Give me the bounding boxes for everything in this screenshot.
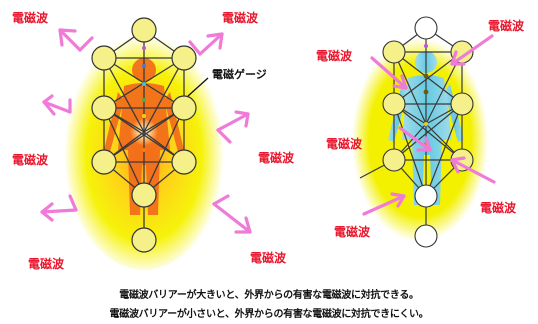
wave-label: 電磁波 <box>326 136 363 151</box>
sphere <box>91 149 117 175</box>
arrow-icon <box>216 110 250 144</box>
sphere <box>382 92 406 116</box>
sphere <box>382 148 406 172</box>
sphere <box>450 92 474 116</box>
arrow-icon <box>450 34 494 66</box>
wave-label: 電磁波 <box>222 10 259 25</box>
gauge-label: 電磁ゲージ <box>212 67 267 81</box>
sphere <box>171 45 197 71</box>
sphere <box>171 95 197 121</box>
wave-label: 電磁波 <box>12 152 49 167</box>
arrow-icon <box>40 194 78 222</box>
wave-label: 電磁波 <box>334 224 371 239</box>
arrow-icon <box>450 156 496 184</box>
wave-label: 電磁波 <box>488 18 525 33</box>
wave-label: 電磁波 <box>12 10 49 25</box>
gauge-pointer <box>187 77 209 97</box>
wave-label: 電磁波 <box>480 200 517 215</box>
sphere <box>91 95 117 121</box>
sphere <box>382 40 406 64</box>
wave-label: 電磁波 <box>316 48 353 63</box>
large-barrier-figure: 電磁ゲージ <box>64 17 267 270</box>
arrow-icon <box>398 126 432 152</box>
wave-label: 電磁波 <box>28 256 65 271</box>
small-barrier-figure <box>352 16 488 248</box>
arrow-icon <box>362 192 406 216</box>
arrow-icon <box>188 32 224 56</box>
arrow-icon <box>42 94 72 116</box>
sphere <box>131 17 157 43</box>
sphere <box>414 184 438 208</box>
sphere <box>414 224 438 248</box>
sphere <box>91 45 117 71</box>
chakra-dots-left <box>142 46 146 152</box>
wave-label: 電磁波 <box>258 150 295 165</box>
sephirot-spheres-right <box>382 16 474 248</box>
sephirot-spheres-left <box>91 17 197 253</box>
sphere <box>171 149 197 175</box>
wave-arrows <box>40 28 496 234</box>
wave-label: 電磁波 <box>250 250 287 265</box>
sphere <box>131 227 157 253</box>
wave-labels: 電磁波 電磁波 電磁波 電磁波 電磁波 電磁波 電磁波 電磁波 電磁波 電磁波 … <box>12 10 525 271</box>
sphere <box>414 16 438 40</box>
caption-small-barrier: 電磁波バリアーが小さいと、外界からの有害な電磁波に対抗できにくい。 <box>109 309 429 320</box>
arrow-icon <box>58 28 94 52</box>
arrow-icon <box>212 194 252 234</box>
sphere <box>131 182 157 208</box>
arrow-icon <box>370 56 408 90</box>
caption-large-barrier: 電磁波バリアーが大きいと、外界からの有害な電磁波に対抗できる。 <box>119 290 419 301</box>
